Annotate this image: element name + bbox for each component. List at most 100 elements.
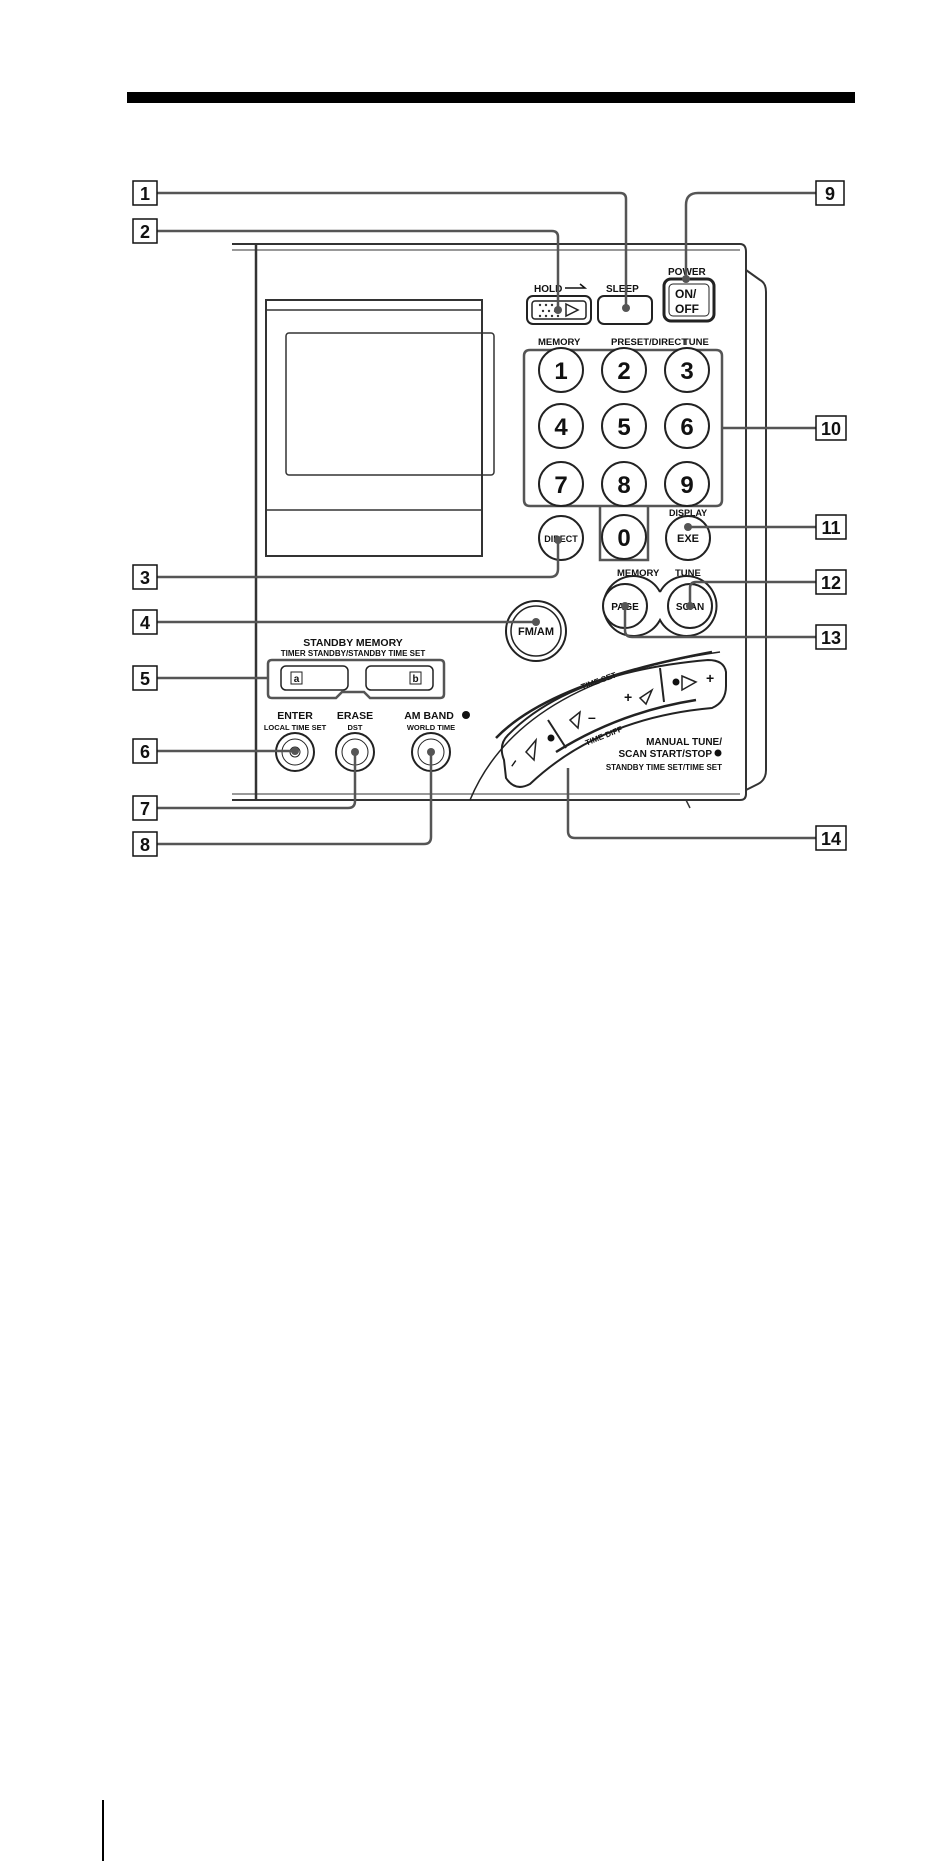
callout-11: 11 [815,514,847,540]
dst-label: DST [348,723,363,732]
callout-1: 1 [132,180,158,206]
callout-14: 14 [815,825,847,851]
rocker-plus-key[interactable]: + [624,687,654,706]
svg-text:10: 10 [821,419,841,439]
svg-text:2: 2 [617,358,630,385]
key-6[interactable]: 6 [664,403,710,449]
standby-a-button[interactable]: a [280,665,349,691]
exe-label: EXE [677,533,699,545]
amband-button[interactable]: AM BAND WORLD TIME [404,710,470,772]
callout-2: 2 [132,218,158,244]
svg-text:8: 8 [140,835,150,855]
svg-text:7: 7 [140,799,150,819]
key-9[interactable]: 9 [664,461,710,507]
display-label: DISPLAY [669,508,707,518]
arrow-right-icon [638,687,654,706]
svg-text:8: 8 [617,472,630,499]
svg-text:4: 4 [554,414,568,441]
radio-body [232,243,767,809]
callouts: 1 2 3 4 5 6 7 8 9 10 11 12 13 14 [132,180,847,857]
svg-text:4: 4 [140,613,150,633]
svg-text:7: 7 [554,472,567,499]
svg-text:6: 6 [680,414,693,441]
leader-dots [291,275,694,756]
svg-text:0: 0 [617,525,630,552]
svg-text:3: 3 [680,358,693,385]
rocker-keys: TIME SET – – + + TIME DIFF [469,650,727,801]
key-3[interactable]: 3 [664,347,710,393]
enter-button[interactable]: ENTER LOCAL TIME SET [264,710,327,772]
key-8[interactable]: 8 [601,461,647,507]
hold-label: HOLD [534,284,562,295]
svg-text:11: 11 [821,518,840,538]
svg-text:9: 9 [825,184,835,204]
dot-icon [547,734,555,742]
header-rule [127,92,855,103]
callout-6: 6 [132,738,158,764]
key-2[interactable]: 2 [601,347,647,393]
svg-text:1: 1 [140,184,150,204]
svg-text:5: 5 [617,414,630,441]
svg-text:3: 3 [140,568,150,588]
dot-icon [714,749,722,757]
local-time-set-label: LOCAL TIME SET [264,723,327,732]
memory-tune-memory-label: MEMORY [617,568,660,579]
svg-text:6: 6 [140,742,150,762]
callout-8: 8 [132,831,158,857]
display-window [265,299,495,557]
svg-text:9: 9 [680,472,693,499]
standby-b-button[interactable]: b [365,665,434,691]
page-margin-line [102,1800,104,1861]
dot-icon [462,711,470,719]
svg-text:5: 5 [140,669,150,689]
key-0[interactable]: 0 [601,514,647,560]
rocker-minus-key[interactable]: – [568,709,596,730]
manual-tune-label: MANUAL TUNE/ [646,737,722,748]
callout-9: 9 [815,180,845,206]
callout-5: 5 [132,665,158,691]
standby-time-set-label: STANDBY TIME SET/TIME SET [606,763,722,772]
rocker-plus-right-key[interactable]: + [672,670,715,692]
on-label: ON/ [675,287,697,301]
fmam-label: FM/AM [518,626,554,638]
standby-memory-group: STANDBY MEMORY TIMER STANDBY/STANDBY TIM… [266,637,446,700]
callout-10: 10 [815,415,847,441]
svg-text:12: 12 [821,573,841,593]
seek-back-icon [524,737,537,762]
svg-text:–: – [588,709,596,725]
svg-text:14: 14 [821,829,841,849]
callout-7: 7 [132,795,158,821]
fmam-button[interactable]: FM/AM [505,600,567,662]
callout-3: 3 [132,564,158,590]
keypad-labels: MEMORY PRESET/DIRECT TUNE [538,337,709,348]
preset-direct-label: PRESET/DIRECT [611,337,687,348]
arrow-left-icon [568,710,581,730]
key-7[interactable]: 7 [538,461,584,507]
svg-text:13: 13 [821,628,841,648]
callout-4: 4 [132,609,158,635]
svg-text:+: + [624,689,632,705]
callout-13: 13 [815,624,847,650]
off-label: OFF [675,302,699,316]
key-5[interactable]: 5 [601,403,647,449]
leader-lines [151,191,816,846]
svg-text:+: + [706,670,714,686]
seek-forward-icon [681,674,698,692]
key-4[interactable]: 4 [538,403,584,449]
svg-text:b: b [412,674,418,685]
standby-memory-title: STANDBY MEMORY [303,637,403,649]
display-exe-button[interactable]: DISPLAY EXE [665,508,711,561]
dot-icon [672,678,680,686]
svg-text:2: 2 [140,222,150,242]
tune-label: TUNE [683,337,709,348]
scan-start-stop-label: SCAN START/STOP [618,749,712,760]
memory-tune-tune-label: TUNE [675,568,701,579]
key-1[interactable]: 1 [538,347,584,393]
power-button[interactable]: POWER ON/ OFF [662,267,716,323]
memory-label: MEMORY [538,337,581,348]
keypad: 1 2 3 4 5 6 7 8 9 0 [538,347,710,560]
standby-memory-subtitle: TIMER STANDBY/STANDBY TIME SET [281,649,426,658]
amband-label: AM BAND [404,710,454,722]
rocker-minus-left-key[interactable]: – [504,734,555,771]
